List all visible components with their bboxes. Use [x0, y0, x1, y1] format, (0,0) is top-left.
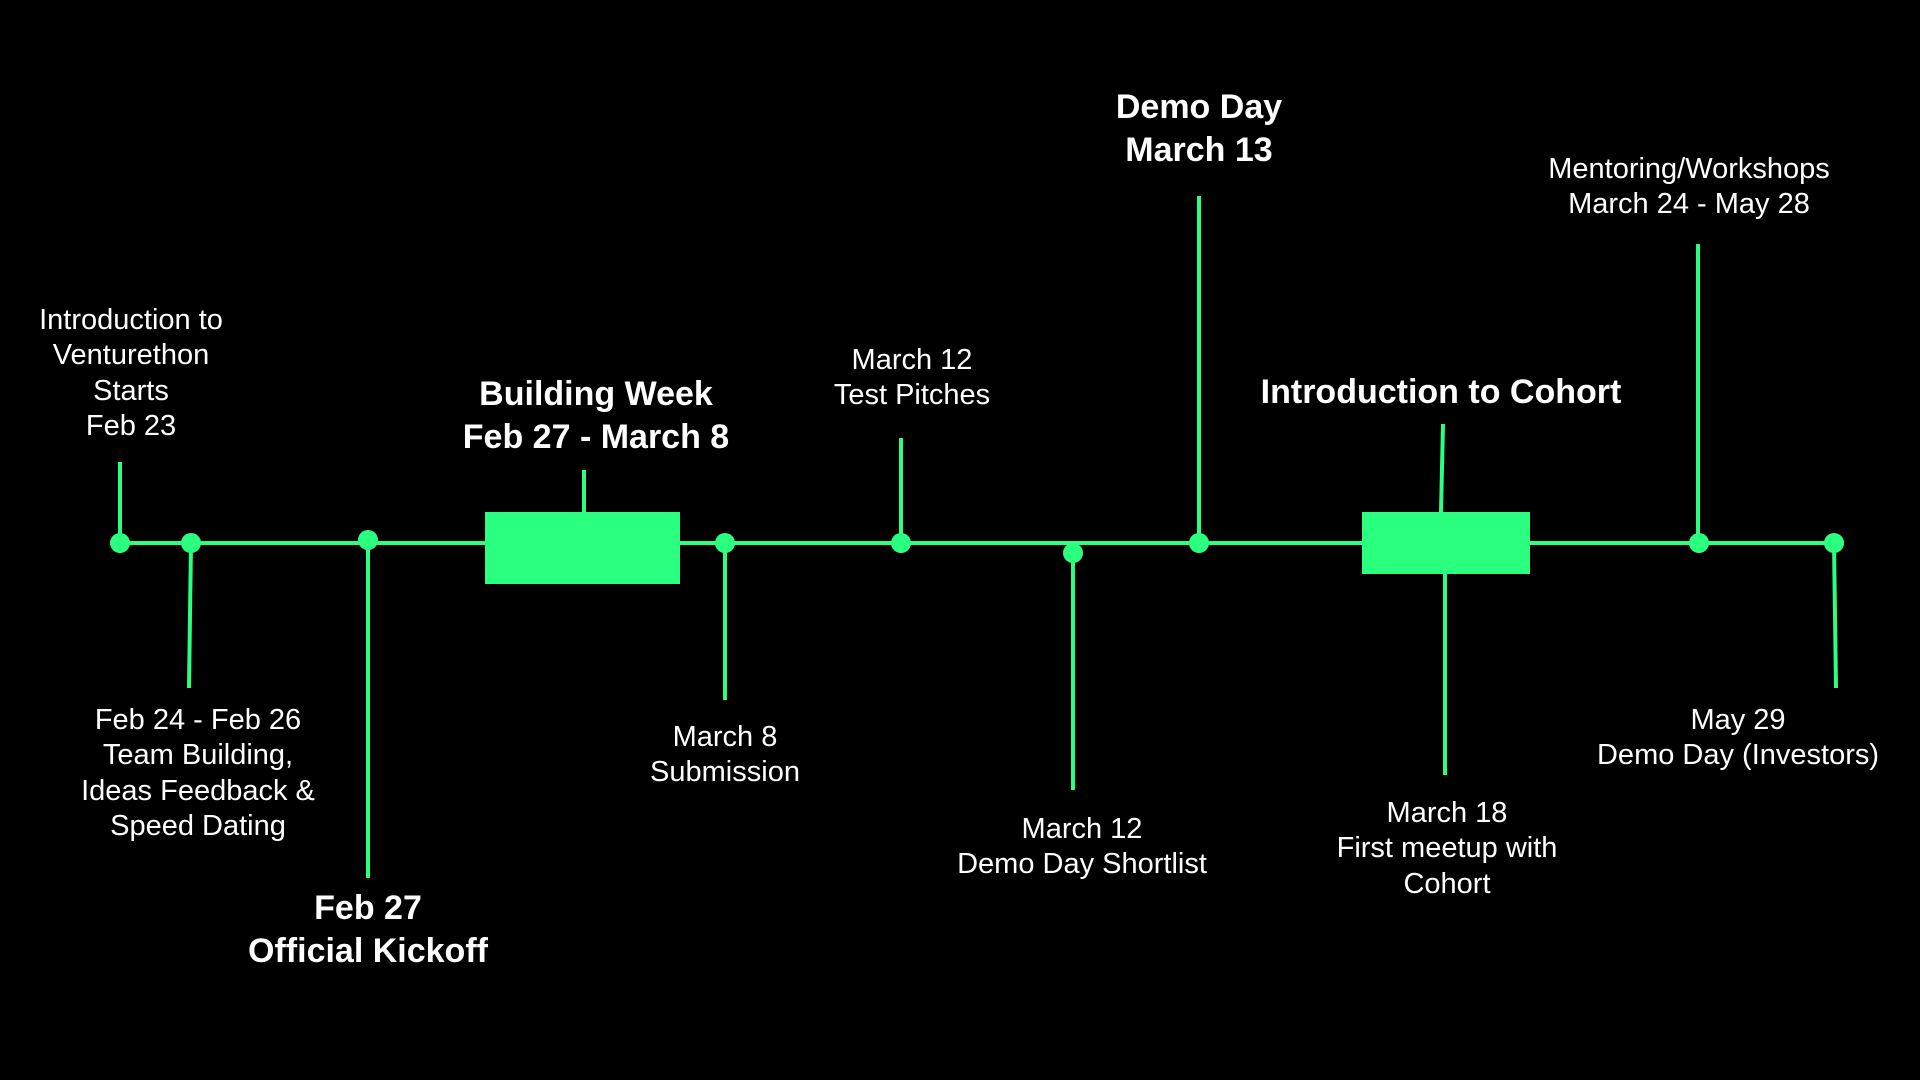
milestone-label-line: Feb 24 - Feb 26 — [94, 704, 302, 736]
milestone-label-line: March 18 — [1386, 797, 1508, 829]
milestone-label-line: Feb 27 - March 8 — [462, 417, 730, 456]
milestone-label-line: March 12 — [1021, 813, 1143, 845]
milestone-label-line: March 24 - May 28 — [1568, 188, 1810, 221]
milestone-dot-team-building — [181, 533, 201, 553]
milestone-label-line: Test Pitches — [833, 379, 991, 412]
milestone-label-line: Demo Day — [1115, 88, 1283, 126]
milestone-label-line: March 13 — [1125, 130, 1273, 169]
milestone-label-line: Building Week — [479, 375, 713, 413]
milestone-dot-submission — [715, 533, 735, 553]
milestone-dot-investor-demo-day — [1824, 533, 1844, 553]
milestone-label-line: Feb 23 — [85, 410, 177, 443]
milestone-label-line: Introduction to — [39, 304, 223, 336]
milestone-label-line: First meetup with — [1336, 832, 1558, 865]
milestone-dot-demo-day — [1189, 533, 1209, 553]
milestone-label-line: March 8 — [672, 721, 778, 753]
milestone-dot-mentoring — [1689, 533, 1709, 553]
milestone-label-line: Ideas Feedback & — [81, 774, 315, 807]
milestone-label-line: Official Kickoff — [248, 931, 488, 970]
period-block-intro-cohort — [1362, 512, 1530, 574]
milestone-label-official-kickoff: Feb 27 Official Kickoff — [248, 887, 488, 972]
milestone-label-line: Demo Day Shortlist — [957, 848, 1207, 881]
milestone-dot-official-kickoff — [358, 530, 378, 550]
milestone-label-line: Venturethon — [52, 339, 210, 372]
milestone-label-line: Introduction to Cohort — [1260, 373, 1622, 411]
connector-intro-cohort — [1439, 423, 1445, 513]
milestone-label-line: Demo Day (Investors) — [1596, 739, 1880, 772]
milestone-dot-test-pitches — [891, 533, 911, 553]
period-block-building-week — [485, 512, 680, 584]
connector-team-building — [187, 542, 193, 689]
milestone-label-intro-cohort: Introduction to Cohort — [1261, 371, 1622, 414]
milestone-label-line: Cohort — [1403, 867, 1491, 900]
milestone-dot-demo-day-shortlist — [1063, 543, 1083, 563]
milestone-label-line: Feb 27 — [314, 889, 422, 927]
milestone-dot-intro-venturethon — [110, 533, 130, 553]
milestone-label-line: May 29 — [1690, 704, 1786, 736]
milestone-label-line: March 12 — [851, 344, 973, 376]
milestone-label-line: Speed Dating — [110, 810, 286, 843]
milestone-label-line: Team Building, — [102, 739, 294, 772]
milestone-label-line: Mentoring/Workshops — [1548, 153, 1830, 185]
milestone-label-line: Submission — [650, 756, 800, 789]
milestone-label-line: Starts — [93, 374, 169, 407]
connector-investor-demo-day — [1832, 542, 1838, 689]
